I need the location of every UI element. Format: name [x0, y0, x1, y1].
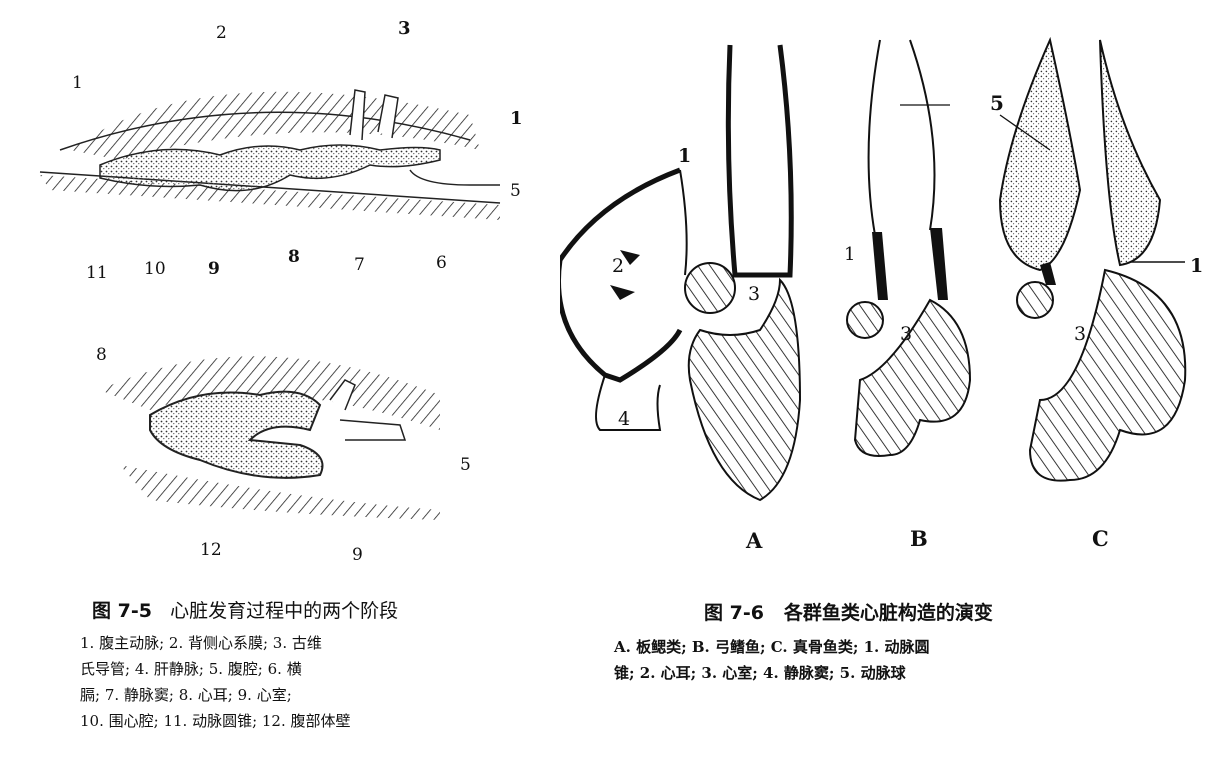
fig75-label: 9: [208, 259, 220, 279]
heart-panel-a: [560, 44, 802, 502]
fig76-label-a: 3: [748, 283, 760, 305]
fig75-label: 3: [398, 18, 411, 39]
figure-7-5-caption: 图 7-5 心脏发育过程中的两个阶段 1. 腹主动脉; 2. 背侧心系膜; 3.…: [0, 590, 540, 762]
fig76-label-c: 3: [1074, 323, 1086, 345]
figure-7-6-title: 图 7-6 各群鱼类心脏构造的演变: [704, 598, 993, 625]
figure-7-5-number: 图 7-5: [92, 600, 152, 622]
legend-line: 1. 腹主动脉; 2. 背侧心系膜; 3. 古维: [80, 634, 322, 652]
figure-7-5-drawing: 1 2 3 1 5 6 7 8 9 10 11 8 5 9 12: [39, 18, 523, 565]
figure-7-5-title: 图 7-5 心脏发育过程中的两个阶段: [92, 596, 398, 623]
fig75-label: 8: [288, 247, 300, 267]
figure-7-6-caption: 图 7-6 各群鱼类心脏构造的演变 A. 板鳃类; B. 弓鳍鱼; C. 真骨鱼…: [600, 590, 1220, 700]
legend-line: 氏导管; 4. 肝静脉; 5. 腹腔; 6. 横: [80, 660, 302, 678]
fig75-label: 12: [200, 540, 222, 560]
figure-7-6-drawing: 1 2 3 4 1 3 5 3 1 A B C: [560, 36, 1203, 553]
legend-line: 10. 围心腔; 11. 动脉圆锥; 12. 腹部体壁: [80, 712, 351, 730]
fig75-label: 10: [144, 259, 166, 279]
fig76-label-b: 3: [900, 323, 912, 345]
legend-line: A. 板鳃类; B. 弓鳍鱼; C. 真骨鱼类; 1. 动脉圆: [614, 638, 930, 656]
legend-line: 锥; 2. 心耳; 3. 心室; 4. 静脉窦; 5. 动脉球: [614, 664, 906, 682]
fig76-label-a: 4: [618, 408, 630, 430]
figure-7-5-title-text: 心脏发育过程中的两个阶段: [170, 600, 399, 622]
figure-7-5-legend: 1. 腹主动脉; 2. 背侧心系膜; 3. 古维 氏导管; 4. 肝静脉; 5.…: [80, 630, 351, 734]
fig75-label: 8: [96, 345, 107, 365]
fig75-label: 5: [510, 181, 521, 201]
embryo-stage-1: [39, 89, 501, 220]
fig75-label: 1: [72, 73, 83, 93]
fig76-label-a: 1: [678, 145, 691, 167]
figure-7-6-legend: A. 板鳃类; B. 弓鳍鱼; C. 真骨鱼类; 1. 动脉圆 锥; 2. 心耳…: [614, 634, 930, 686]
fig75-label: 2: [216, 23, 227, 43]
figure-7-6-title-text: 各群鱼类心脏构造的演变: [783, 602, 993, 624]
fig75-label: 5: [460, 455, 471, 475]
fig76-label-b: 1: [844, 244, 855, 265]
legend-line: 膈; 7. 静脉窦; 8. 心耳; 9. 心室;: [80, 686, 292, 704]
fig75-label: 7: [354, 255, 365, 275]
heart-panel-c: [998, 36, 1187, 482]
fig75-label: 6: [436, 253, 447, 273]
panel-label-a: A: [745, 528, 763, 553]
panel-label-c: C: [1092, 526, 1109, 551]
fig75-label: 1: [510, 108, 523, 129]
heart-panel-b: [846, 39, 972, 457]
fig76-label-b: 5: [990, 91, 1004, 115]
fig76-label-c: 1: [1190, 255, 1203, 277]
figure-7-6-number: 图 7-6: [704, 602, 764, 624]
panel-label-b: B: [910, 526, 928, 551]
fig76-label-a: 2: [612, 255, 624, 277]
fig75-label: 9: [352, 545, 363, 565]
embryo-stage-2: [100, 356, 440, 520]
fig75-label: 11: [86, 263, 108, 283]
